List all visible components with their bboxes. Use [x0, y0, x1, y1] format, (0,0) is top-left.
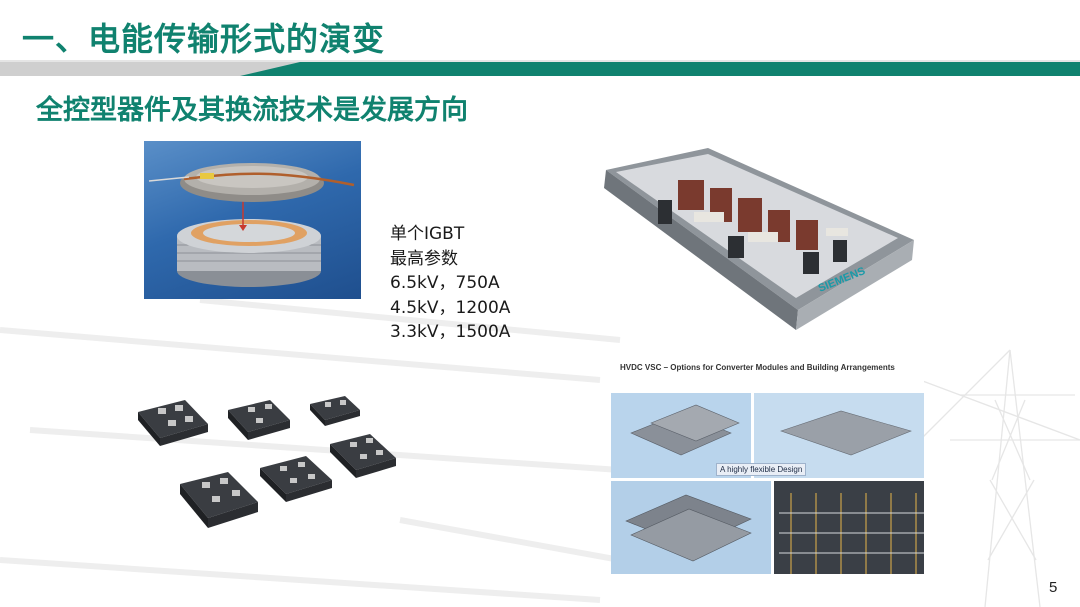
- page-number: 5: [1049, 579, 1058, 596]
- siemens-converter-module-photo: SIEMENS: [598, 140, 916, 338]
- rating-line: 6.5kV，750A: [390, 273, 500, 293]
- rating-line: 3.3kV，1500A: [390, 322, 511, 342]
- igbt-module-icon: [310, 396, 360, 426]
- rating-line: 4.5kV，1200A: [390, 297, 511, 318]
- igbt-subheading: 最高参数: [390, 248, 458, 269]
- igbt-module-icon: [330, 434, 396, 478]
- converter-building-renders: [611, 393, 924, 574]
- igbt-module-icon: [180, 472, 258, 528]
- igbt-heading: 单个IGBT: [390, 224, 465, 244]
- vsc-panel-caption: A highly flexible Design: [716, 463, 807, 476]
- hvdc-vsc-options-panel: HVDC VSC – Options for Converter Modules…: [611, 353, 924, 574]
- igbt-parameters: 单个IGBT 最高参数 6.5kV，750A 4.5kV，1200A 3.3kV…: [390, 222, 510, 345]
- slide-subtitle: 全控型器件及其换流技术是发展方向: [36, 95, 468, 126]
- igbt-module-icon: [138, 400, 208, 446]
- igbt-module-icon: [260, 456, 332, 502]
- transmission-tower-icon: [919, 349, 1080, 607]
- press-pack-igbt-photo: [144, 141, 361, 299]
- igbt-modules-photo: [120, 380, 420, 540]
- slide-title: 一、电能传输形式的演变: [22, 20, 386, 58]
- igbt-module-icon: [228, 400, 290, 440]
- header-bar: [0, 60, 1080, 76]
- vsc-panel-title: HVDC VSC – Options for Converter Modules…: [620, 363, 895, 372]
